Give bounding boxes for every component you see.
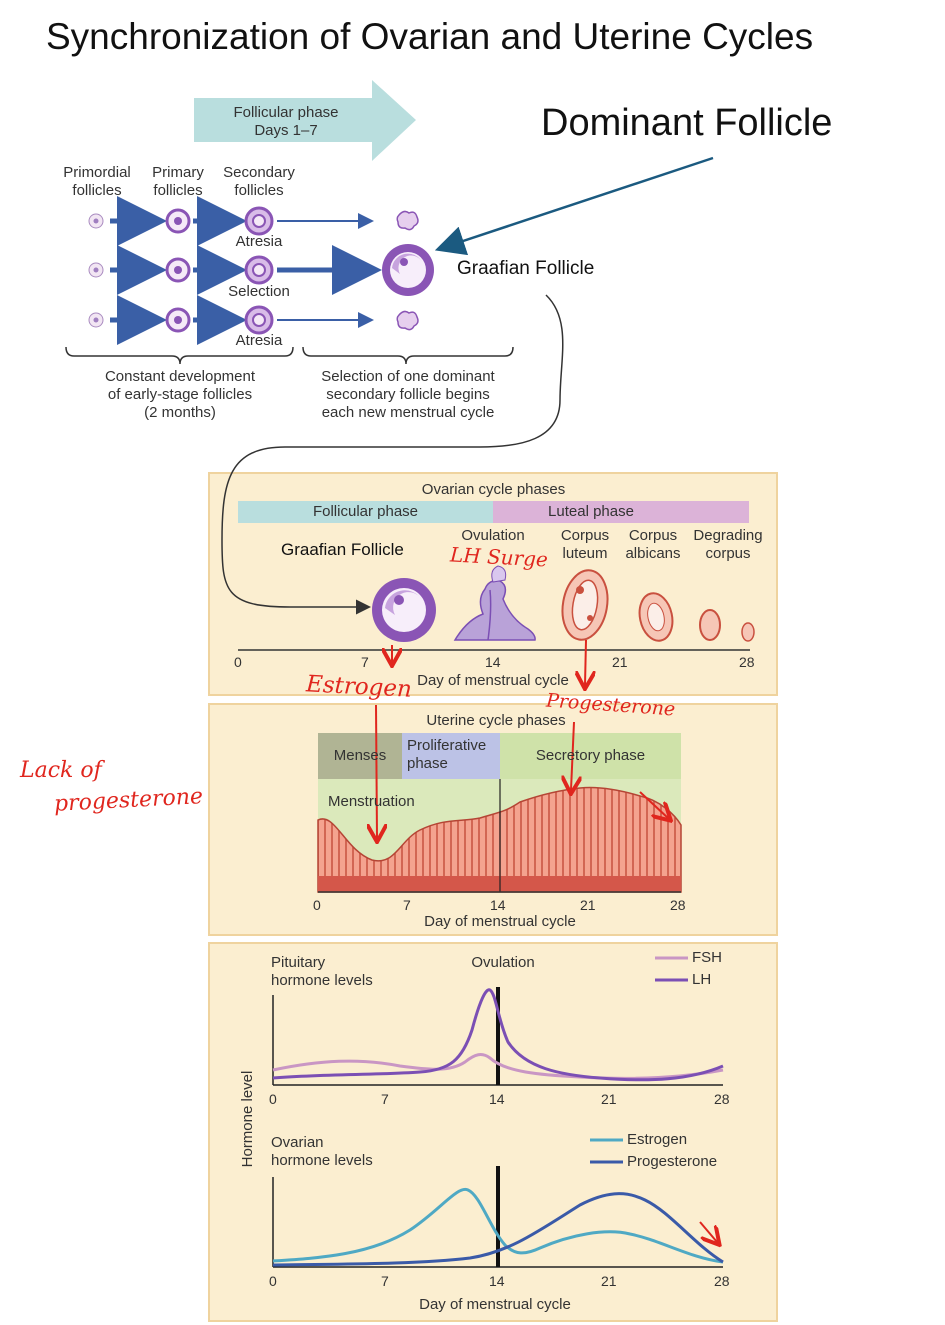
red-annotation-arrows — [376, 639, 717, 1242]
ovarian-axis-label: Day of menstrual cycle — [417, 672, 569, 689]
ovarian-tick-21: 21 — [612, 654, 628, 670]
graafian-follicle-label-top: Graafian Follicle — [457, 258, 595, 279]
follicular-phase-arrow-label: Follicular phase Days 1–7 — [233, 104, 339, 139]
pituitary-tick-0: 0 — [269, 1091, 277, 1107]
ovulation-image — [453, 565, 536, 641]
ovarian-hormone-tick-7: 7 — [381, 1273, 389, 1289]
uterine-axis-label: Day of menstrual cycle — [424, 913, 576, 930]
ovarian-hormone-tick-21: 21 — [601, 1273, 617, 1289]
selection-label: Selection — [228, 283, 290, 300]
ovarian-hormone-chart — [272, 1138, 724, 1268]
follicle-row-atresia-1 — [88, 196, 419, 246]
ovulation-chart-label: Ovulation — [471, 954, 535, 971]
ovarian-hormone-tick-28: 28 — [714, 1273, 730, 1289]
ovarian-tick-0: 0 — [234, 654, 242, 670]
luteal-phase-bar — [493, 501, 749, 523]
dominant-pointer-arrow — [434, 156, 714, 256]
pituitary-tick-7: 7 — [381, 1091, 389, 1107]
graafian-follicle-top — [382, 244, 434, 296]
secretory-bar — [500, 733, 681, 779]
dominant-follicle-label: Dominant Follicle — [541, 102, 833, 144]
atresia-label-1: Atresia — [235, 233, 283, 250]
ovarian-hormone-tick-14: 14 — [489, 1273, 505, 1289]
corpus-albicans-image — [638, 592, 674, 642]
legend-lh: LH — [692, 971, 712, 988]
page-title: Synchronization of Ovarian and Uterine C… — [46, 16, 814, 57]
luteal-phase-label: Luteal phase — [548, 503, 634, 520]
follicular-phase-arrow — [194, 80, 416, 161]
menses-bar — [318, 733, 402, 779]
lh-curve — [272, 988, 724, 1082]
hormone-axis-label: Day of menstrual cycle — [419, 1296, 571, 1313]
follicle-row-atresia-2 — [88, 295, 419, 345]
ovarian-tick-7: 7 — [361, 654, 369, 670]
uterine-tick-14: 14 — [490, 897, 506, 913]
secretory-label: Secretory phase — [535, 747, 646, 764]
menstruation-label: Menstruation — [328, 793, 415, 810]
ovarian-cycle-heading: Ovarian cycle phases — [421, 481, 566, 498]
uterine-tick-28: 28 — [670, 897, 686, 913]
proliferative-bar — [402, 733, 500, 779]
uterine-tick-0: 0 — [313, 897, 321, 913]
ovulation-stage-label: Ovulation — [461, 527, 525, 544]
lack-of-progesterone-annotation: Lack of progesterone — [20, 758, 204, 817]
legend-estrogen: Estrogen — [627, 1131, 688, 1148]
estrogen-annotation: Estrogen — [305, 671, 413, 703]
graafian-follicle-bottom — [372, 578, 436, 642]
ovarian-tick-14: 14 — [485, 654, 501, 670]
progesterone-curve — [272, 1192, 724, 1267]
menses-label: Menses — [333, 747, 387, 764]
follicular-phase-label: Follicular phase — [312, 503, 419, 520]
ovarian-tick-28: 28 — [739, 654, 755, 670]
ovarian-hormone-tick-0: 0 — [269, 1273, 277, 1289]
legend-fsh: FSH — [692, 949, 722, 966]
lh-surge-annotation: LH Surge — [449, 542, 549, 572]
atresia-label-2: Atresia — [235, 332, 283, 349]
degrading-corpus-image — [699, 609, 755, 642]
pituitary-tick-14: 14 — [489, 1091, 505, 1107]
follicular-phase-bar — [238, 501, 493, 523]
follicle-row-selection — [88, 244, 434, 296]
connector-curve — [221, 294, 564, 615]
uterine-tick-21: 21 — [580, 897, 596, 913]
pituitary-tick-21: 21 — [601, 1091, 617, 1107]
ovarian-stage-images — [372, 565, 755, 642]
hormone-level-axis-label: Hormone level — [239, 1070, 256, 1168]
estrogen-curve — [272, 1187, 724, 1264]
pituitary-tick-28: 28 — [714, 1091, 730, 1107]
graafian-follicle-label-bottom: Graafian Follicle — [281, 540, 404, 559]
uterine-tick-7: 7 — [403, 897, 411, 913]
corpus-luteum-image — [561, 569, 609, 641]
follicle-rows — [88, 196, 434, 345]
uterine-cycle-heading: Uterine cycle phases — [426, 712, 566, 729]
legend-progesterone: Progesterone — [627, 1153, 718, 1170]
brackets — [65, 346, 514, 365]
pituitary-chart — [272, 956, 724, 1086]
